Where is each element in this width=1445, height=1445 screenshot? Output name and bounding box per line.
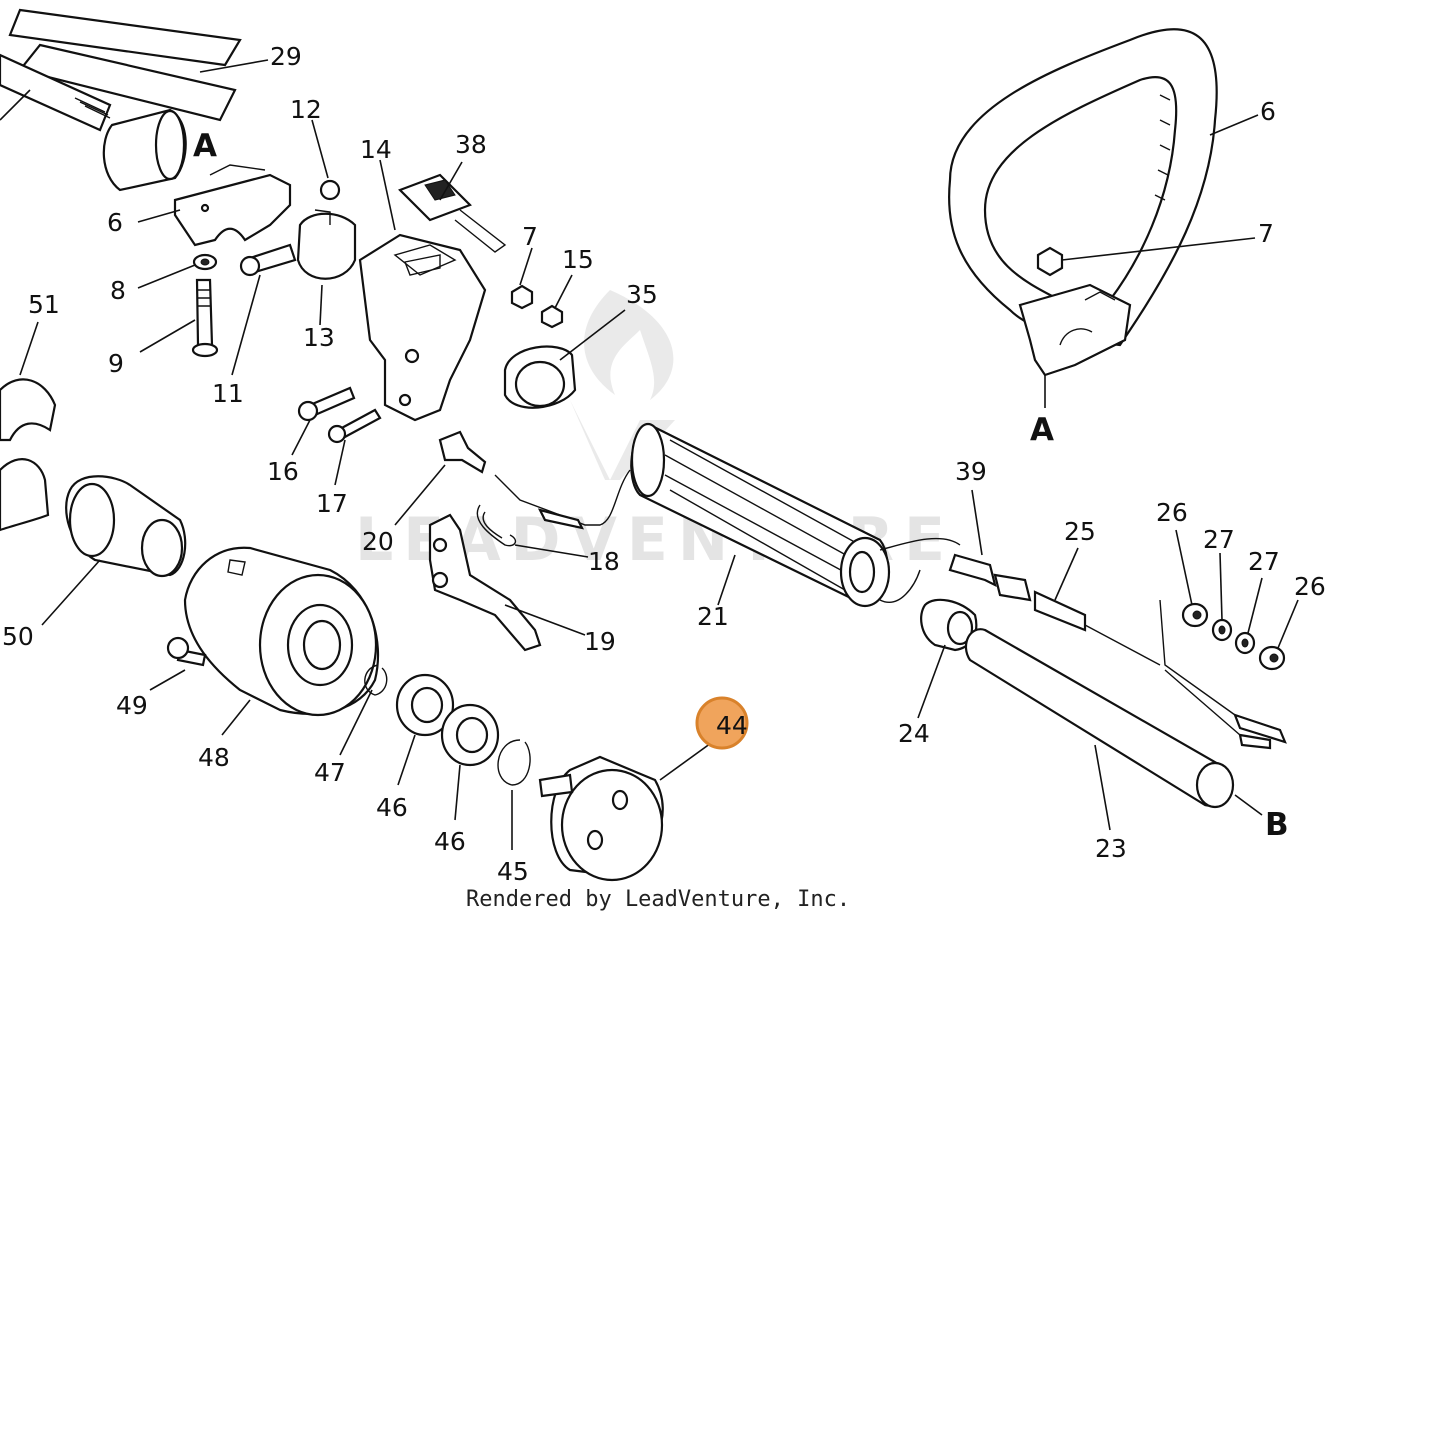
part-50-coupling [65,475,187,578]
part-8-washer [192,253,218,271]
callout-12[interactable]: 12 [290,95,322,124]
callout-51[interactable]: 51 [28,290,60,319]
callout-39[interactable]: 39 [955,457,987,486]
ref-letter-a-right: A [1030,412,1054,448]
callout-16[interactable]: 16 [267,457,299,486]
part-39-sleeve [948,553,997,588]
callout-26-first[interactable]: 26 [1156,498,1188,527]
part-45-snap-ring [497,739,531,786]
part-16-screw [297,386,356,422]
coupling-sleeve [102,108,187,192]
part-23-tube [964,628,1235,809]
part-38-switch [398,173,507,253]
callout-13[interactable]: 13 [303,323,335,352]
part-29-plate [0,8,242,132]
part-6-handle-loop [948,28,1218,347]
part-21-grip [630,422,961,608]
callout-21[interactable]: 21 [697,602,729,631]
part-48-case [183,546,380,717]
callout-27-second[interactable]: 27 [1248,547,1280,576]
callout-18[interactable]: 18 [588,547,620,576]
part-7-handle-nut [1036,246,1064,277]
part-6-clamp [173,164,292,247]
part-49-bolt [166,636,207,667]
part-20-pin [438,430,487,474]
part-26-nut-b [1258,645,1286,671]
callout-29[interactable]: 29 [270,42,302,71]
callout-9[interactable]: 9 [108,349,124,378]
part-51-bracket [0,378,57,532]
callout-6-clamp[interactable]: 6 [107,208,123,237]
part-46-bearing-a [395,673,455,737]
callout-7-housing-nut[interactable]: 7 [522,222,538,251]
callout-8[interactable]: 8 [110,276,126,305]
callout-20[interactable]: 20 [362,527,394,556]
throttle-cable [494,469,631,530]
ref-letter-b: B [1265,807,1289,843]
callout-23[interactable]: 23 [1095,834,1127,863]
callout-7-handle[interactable]: 7 [1258,219,1274,248]
part-9-bolt [191,278,219,358]
part-18-spring [476,504,517,547]
callout-14[interactable]: 14 [360,135,392,164]
callout-46-second[interactable]: 46 [434,827,466,856]
callout-46-first[interactable]: 46 [376,793,408,822]
callout-27-first[interactable]: 27 [1203,525,1235,554]
callout-38[interactable]: 38 [455,130,487,159]
part-46-bearing-b [440,703,500,767]
ref-letter-a-left: A [193,128,217,164]
callout-44-highlight[interactable] [695,696,749,750]
callout-24[interactable]: 24 [898,719,930,748]
part-25-cable [993,573,1287,750]
leader-lines [19,59,1299,850]
part-44-clutch-drum [538,755,664,882]
callout-44[interactable]: 44 [716,711,748,740]
render-credit: Rendered by LeadVenture, Inc. [466,887,850,912]
callout-35[interactable]: 35 [626,280,658,309]
callout-50[interactable]: 50 [2,622,34,651]
part-7-nut [510,284,534,310]
callout-11[interactable]: 11 [212,379,244,408]
part-27-washer-b [1234,631,1256,655]
part-35-ring [503,345,577,409]
callout-26-second[interactable]: 26 [1294,572,1326,601]
callout-17[interactable]: 17 [316,489,348,518]
part-47-snap-ring [364,664,388,696]
part-14-housing [358,233,487,422]
callout-25[interactable]: 25 [1064,517,1096,546]
part-17-screw [327,408,382,444]
callout-15[interactable]: 15 [562,245,594,274]
callout-6-handle[interactable]: 6 [1260,97,1276,126]
part-26-nut-a [1181,602,1209,628]
callout-48[interactable]: 48 [198,743,230,772]
callout-45[interactable]: 45 [497,857,529,886]
part-13-clip [296,209,357,280]
callout-19[interactable]: 19 [584,627,616,656]
handle-clamp [1018,283,1132,377]
callout-47[interactable]: 47 [314,758,346,787]
callout-49[interactable]: 49 [116,691,148,720]
part-15-nut [540,304,564,329]
part-11-bolt [239,243,297,277]
part-12-nut [319,179,341,201]
part-27-washer-a [1211,618,1233,642]
part-19-lever [428,513,542,652]
